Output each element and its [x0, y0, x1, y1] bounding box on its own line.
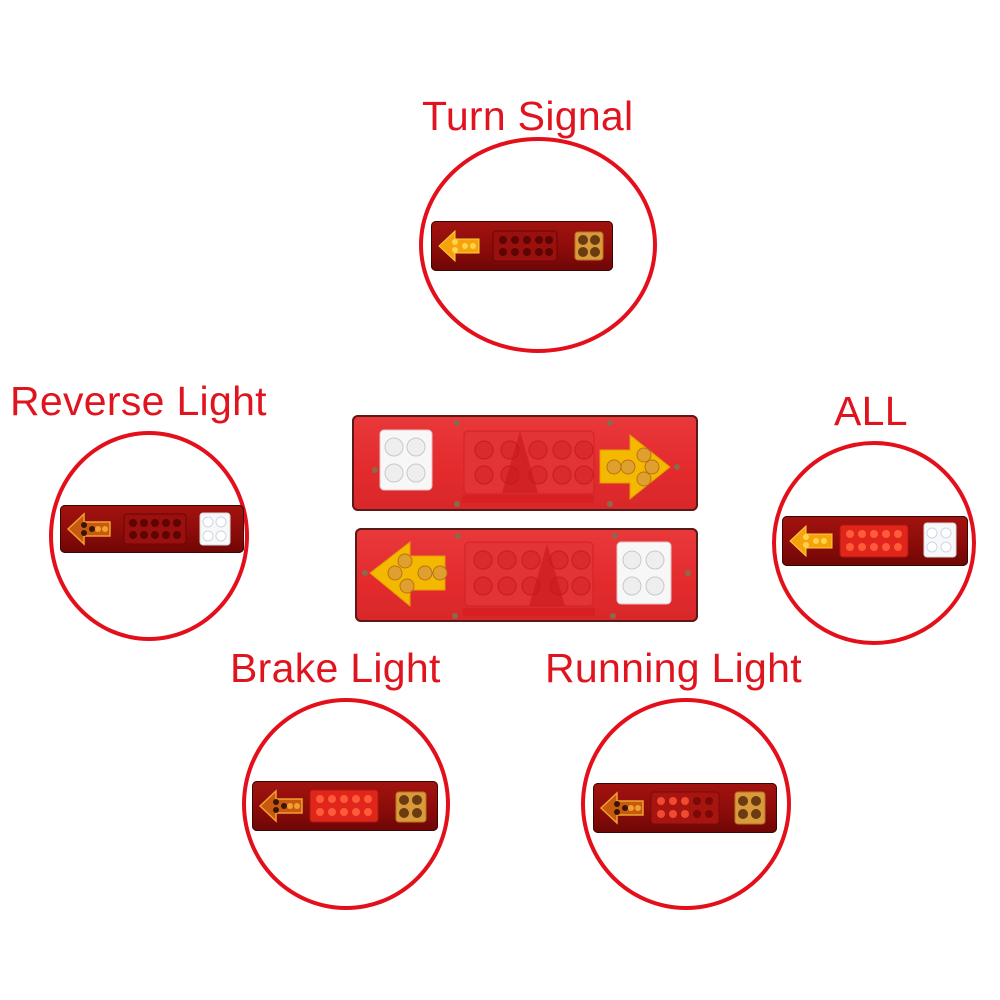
label-reverse-light: Reverse Light: [10, 378, 267, 424]
label-running-light: Running Light: [545, 645, 802, 691]
label-all: ALL: [834, 388, 908, 434]
tail-lamp-right: [352, 415, 698, 511]
label-turn-signal: Turn Signal: [422, 93, 634, 139]
tail-lamp-left: [355, 528, 698, 622]
label-brake-light: Brake Light: [230, 645, 441, 691]
brake-light-lamp-icon: [252, 781, 438, 831]
running-light-lamp-icon: [593, 783, 777, 833]
all-lamp-icon: [782, 516, 968, 566]
reverse-light-lamp-icon: [60, 505, 244, 553]
turn-signal-lamp-icon: [431, 221, 613, 271]
